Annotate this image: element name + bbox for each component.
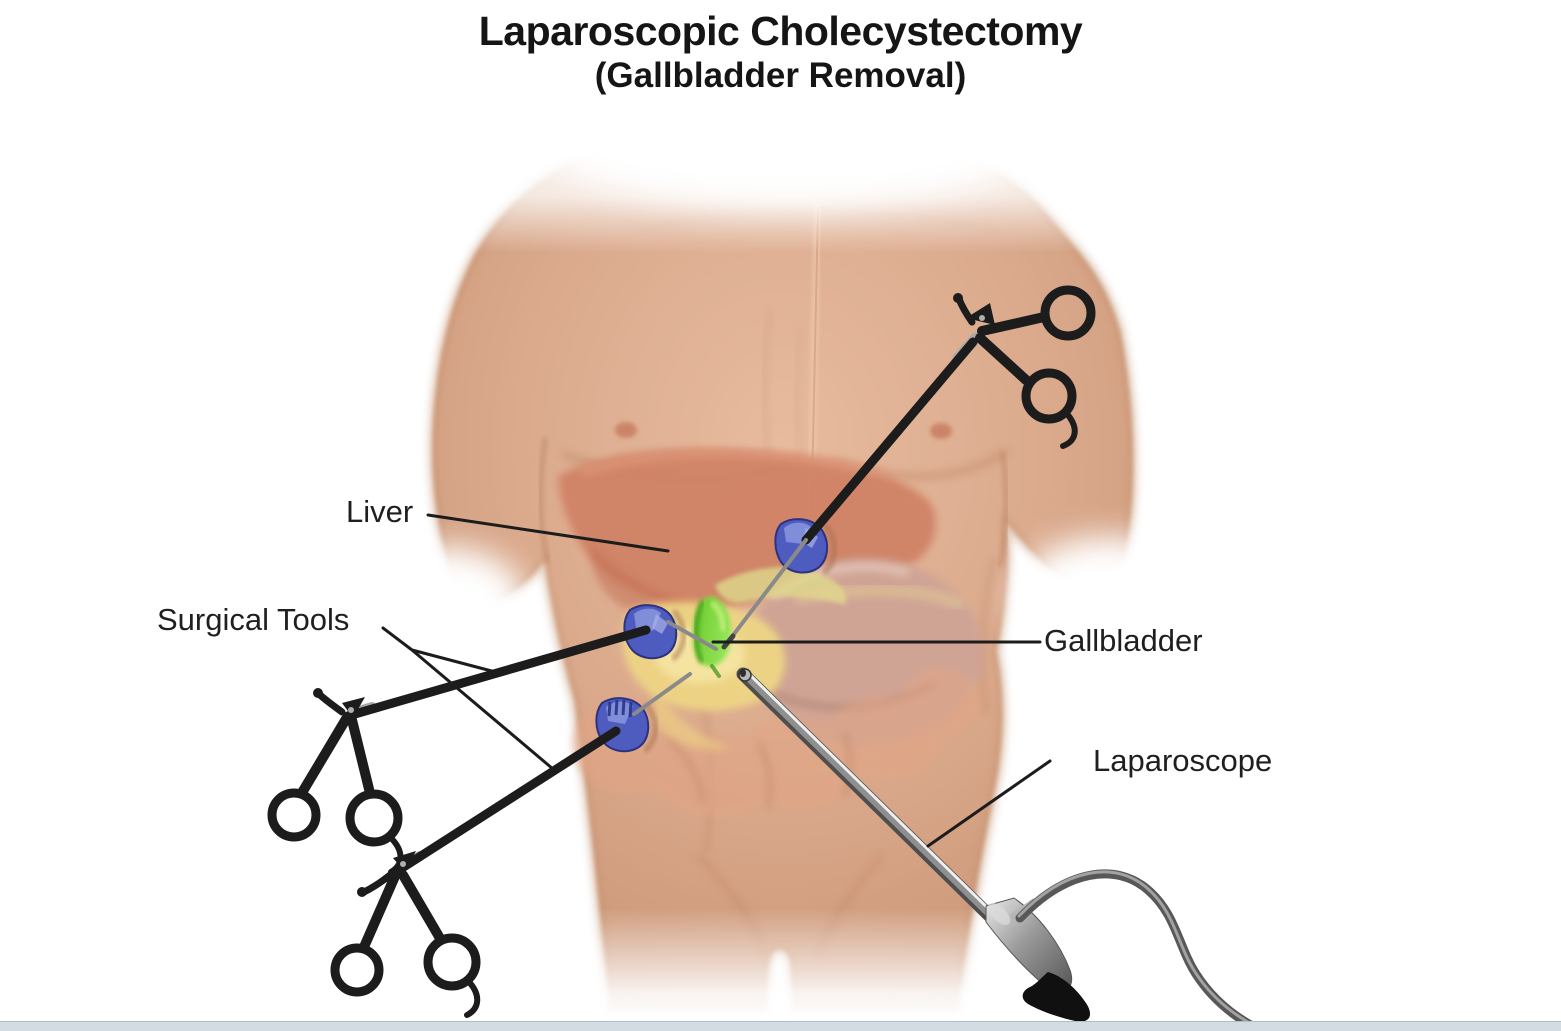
grasper-shaft: [801, 337, 978, 545]
white-fade-overlays: [362, 90, 1206, 1031]
label-surgical-tools: Surgical Tools: [157, 602, 350, 637]
gallbladder-shape: [692, 596, 732, 678]
grasper-handle: [953, 285, 1096, 449]
label-liver: Liver: [346, 494, 414, 529]
finger-ring: [330, 943, 384, 997]
footer-band: [0, 1021, 1561, 1031]
liver-lower-lobe: [590, 545, 730, 621]
grasper-needle: [632, 672, 692, 716]
label-gallbladder: Gallbladder: [1044, 623, 1203, 658]
laparoscope: [736, 667, 1259, 1031]
finger-ring: [345, 789, 403, 847]
grasper-needle: [722, 538, 808, 649]
grasper-tool-upper: [721, 285, 1096, 650]
grasper-handle: [267, 688, 404, 875]
grasper-needle: [666, 620, 718, 651]
laparoscope-eyecup: [1022, 972, 1091, 1022]
leader-line-laparoscope: [926, 759, 1052, 848]
pinky-hook: [464, 980, 481, 1018]
leader-line-surgical-tools: [381, 626, 555, 771]
diagram-title: Laparoscopic Cholecystectomy: [478, 8, 1083, 54]
finger-ring: [1021, 368, 1077, 424]
finger-ring: [423, 933, 481, 991]
finger-ring: [1040, 285, 1096, 341]
grasper-handle: [330, 851, 481, 1018]
leader-line-liver: [426, 513, 670, 553]
grasper-shaft: [394, 726, 621, 875]
label-laparoscope: Laparoscope: [1093, 743, 1273, 778]
left-nipple: [615, 422, 637, 438]
omentum-fat-lower: [653, 685, 732, 750]
right-nipple: [930, 423, 952, 439]
pinky-hook: [1060, 412, 1078, 449]
leader-lines: [381, 513, 1052, 848]
grasper-tool-lower: [330, 672, 692, 1018]
diagram-subtitle: (Gallbladder Removal): [594, 56, 967, 95]
finger-ring: [267, 788, 321, 842]
abdominal-organs: [558, 448, 983, 817]
intestines: [572, 667, 980, 817]
